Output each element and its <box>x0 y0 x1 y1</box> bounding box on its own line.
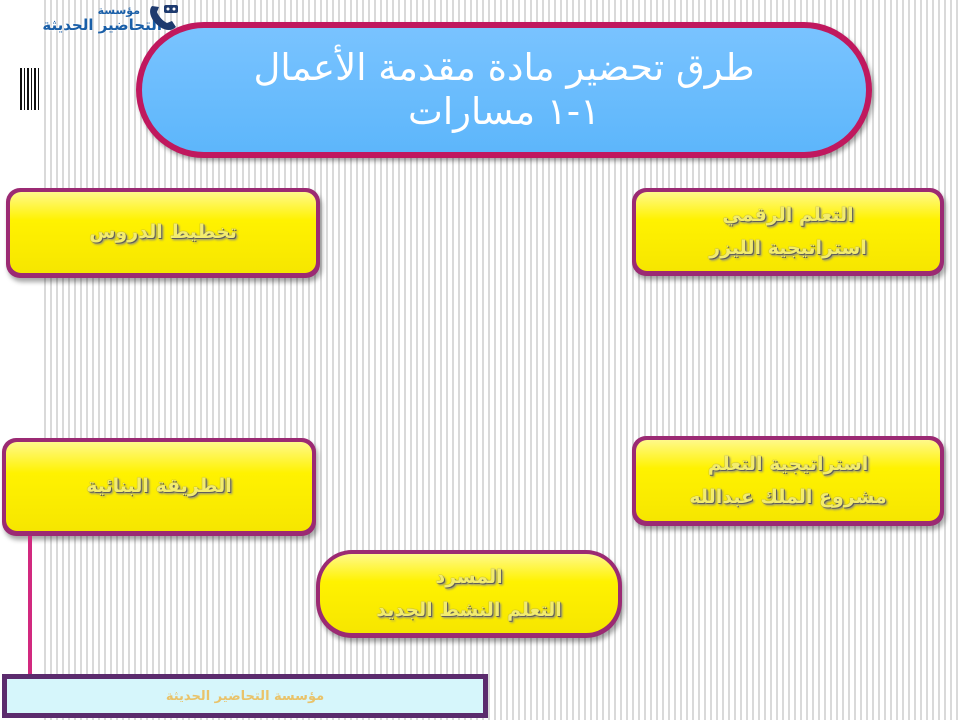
box-learning-strategy-line-2: مشروع الملك عبدالله <box>689 485 887 508</box>
box-lesson-planning-label: تخطيط الدروس <box>89 221 237 243</box>
box-new-active-learning-line-1: المسرد <box>435 565 503 588</box>
connector-line <box>28 536 32 678</box>
logo: مؤسسة التحاضير الحديثة <box>0 0 180 44</box>
phone-handset-icon <box>150 5 178 30</box>
box-new-active-learning[interactable]: المسرد التعلم النشط الجديد <box>316 550 622 638</box>
footer-bar: مؤسسة التحاضير الحديثة <box>2 674 488 718</box>
left-margin <box>0 0 40 720</box>
title-line-2: ١-١ مسارات <box>408 90 600 133</box>
logo-bottom-text: التحاضير الحديثة <box>42 16 162 34</box>
footer-text: مؤسسة التحاضير الحديثة <box>165 688 325 704</box>
box-digital-learning-line-1: التعلم الرقمي <box>722 203 854 226</box>
box-constructive-method-label: الطريقة البنائية <box>86 475 232 497</box>
logo-top-text: مؤسسة <box>97 4 140 17</box>
title-line-1: طرق تحضير مادة مقدمة الأعمال <box>253 46 755 89</box>
box-constructive-method[interactable]: الطريقة البنائية <box>2 438 316 536</box>
barcode-decoration <box>20 68 40 110</box>
box-digital-learning-line-2: استراتيجية الليزر <box>709 236 867 259</box>
title-banner: طرق تحضير مادة مقدمة الأعمال ١-١ مسارات <box>136 22 872 158</box>
box-new-active-learning-line-2: التعلم النشط الجديد <box>376 598 562 621</box>
box-digital-learning[interactable]: التعلم الرقمي استراتيجية الليزر <box>632 188 944 276</box>
box-learning-strategy-line-1: استراتيجية التعلم <box>707 452 869 475</box>
box-learning-strategy[interactable]: استراتيجية التعلم مشروع الملك عبدالله <box>632 436 944 526</box>
box-lesson-planning[interactable]: تخطيط الدروس <box>6 188 320 278</box>
